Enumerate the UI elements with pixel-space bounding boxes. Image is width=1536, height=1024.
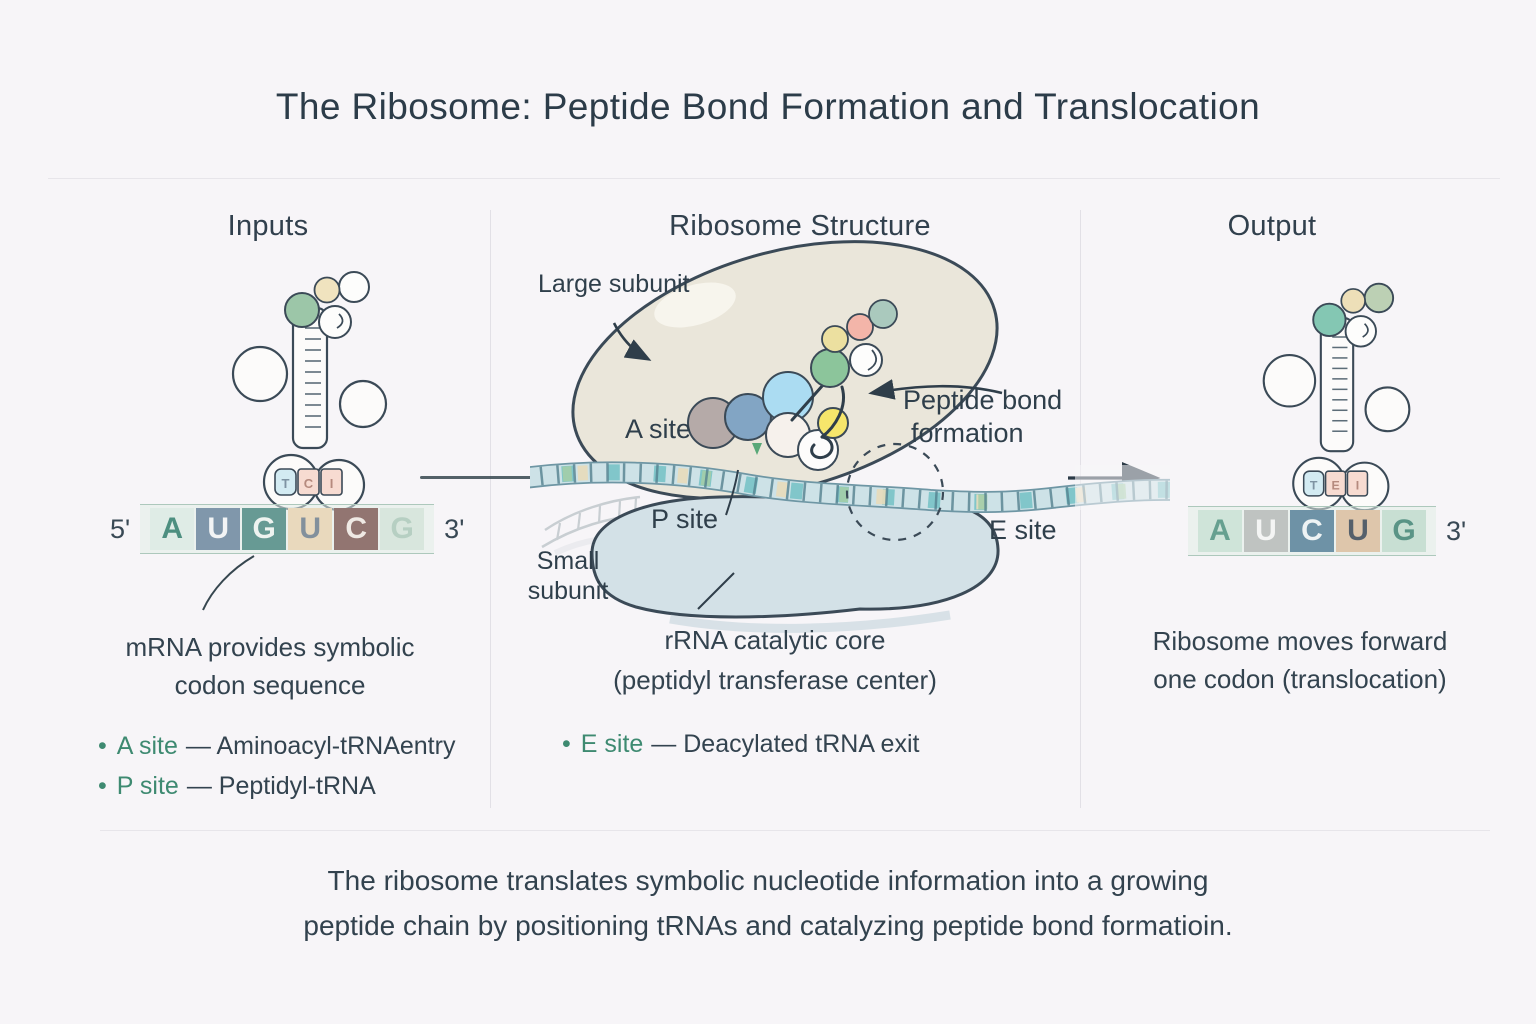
mrna-strand-line [420, 476, 616, 479]
three-prime-label: 3' [1446, 515, 1467, 546]
svg-text:I: I [330, 476, 334, 491]
bullet-a-site: • A site— Aminoacyl-tRNAentry [98, 726, 455, 766]
bullet-dot: • [98, 732, 107, 760]
bullet-p-site: • P site— Peptidyl-tRNA [98, 766, 455, 806]
nucleotide-box: U [288, 508, 333, 550]
trna-input-illustration: T C I [231, 271, 388, 512]
summary-text: The ribosome translates symbolic nucleot… [118, 858, 1418, 948]
page-title: The Ribosome: Peptide Bond Formation and… [275, 86, 1261, 127]
five-prime-label: 5' [110, 513, 131, 544]
bullet-dot: • [98, 772, 107, 800]
nucleotide-box: A [150, 508, 195, 550]
nucleotide-box: A [1198, 510, 1242, 552]
bottom-divider [100, 830, 1490, 831]
small-subunit-leader-line [697, 572, 735, 610]
growing-peptide-chain [790, 299, 898, 439]
bullet-term: P site [116, 772, 179, 800]
mrna-strip-output: A U C U G 3' [1188, 506, 1466, 556]
summary-line1: The ribosome translates symbolic nucleot… [327, 865, 1209, 896]
svg-text:C: C [304, 476, 314, 491]
mrna-strip-input: 5' A U G U C G 3' [110, 504, 464, 554]
input-caption-line1: mRNA provides symbolic [125, 632, 415, 662]
large-subunit-label: Large subunit [538, 270, 690, 298]
output-caption: Ribosome moves forward one codon (transl… [1100, 622, 1500, 698]
trna-cluster [687, 371, 849, 471]
mrna-band-input: A U G U C G [140, 504, 435, 554]
mrna-caption-leader-line [202, 555, 255, 611]
trna-amino-acids [284, 271, 370, 339]
summary-line2: peptide chain by positioning tRNAs and c… [303, 910, 1233, 941]
input-caption: mRNA provides symbolic codon sequence [75, 628, 465, 704]
output-caption-line2: one codon (translocation) [1153, 664, 1447, 694]
bullet-text: — Peptidyl-tRNA [186, 772, 376, 800]
bullet-text: — Aminoacyl-tRNAentry [185, 732, 456, 760]
a-site-label: A site [625, 414, 692, 444]
output-caption-line1: Ribosome moves forward [1152, 626, 1448, 656]
svg-text:T: T [282, 476, 290, 491]
input-caption-line2: codon sequence [174, 670, 366, 700]
column-divider-left [490, 210, 491, 808]
small-subunit-label: Small subunit [527, 547, 609, 605]
column-header-structure: Ribosome Structure [669, 210, 931, 242]
trna-left-loop [1262, 354, 1317, 408]
three-prime-label: 3' [444, 513, 465, 544]
peptide-bond-label: Peptide bond formation [903, 385, 1063, 448]
bullet-dot: • [562, 730, 571, 758]
e-site-dashed-circle [845, 442, 945, 542]
peptide-bond-arrow-icon [868, 379, 1003, 400]
trna-amino-acids [1312, 282, 1395, 348]
p-site-leader-line [725, 469, 739, 516]
nucleotide-box: U [1244, 510, 1288, 552]
nucleotide-box: G [1382, 510, 1426, 552]
trna-right-loop [1364, 386, 1411, 433]
small-subunit-shape [590, 495, 1000, 633]
column-header-output: Output [1227, 210, 1317, 242]
nucleotide-box: U [1336, 510, 1380, 552]
trna-output-illustration: T E I [1262, 282, 1411, 512]
column-header-inputs: Inputs [227, 210, 309, 242]
bullet-term: E site [580, 730, 644, 758]
input-bullets: • A site— Aminoacyl-tRNAentry • P site— Pe… [98, 726, 455, 806]
structure-caption-line2: (peptidyl transferase center) [613, 665, 937, 695]
structure-caption-line1: rRNA catalytic core [664, 625, 886, 655]
e-site-label: E site [989, 515, 1057, 545]
bullet-e-site: • E site— Deacylated tRNA exit [562, 724, 919, 764]
nucleotide-box: G [242, 508, 287, 550]
nucleotide-box: U [196, 508, 241, 550]
mrna-band-output: A U C U G [1188, 506, 1436, 556]
structure-caption: rRNA catalytic core (peptidyl transferas… [545, 620, 1005, 700]
mrna-band-shape [530, 461, 1170, 513]
structure-bullets: • E site— Deacylated tRNA exit [562, 724, 919, 764]
trna-stem-rungs [305, 327, 321, 428]
trna-anticodon-boxes: T E I [1302, 470, 1369, 497]
nucleotide-box: C [334, 508, 379, 550]
svg-text:I: I [1356, 478, 1359, 492]
large-subunit-arrow-icon [612, 322, 652, 361]
svg-text:E: E [1331, 478, 1339, 492]
trna-stem-rungs [1332, 336, 1348, 432]
bullet-term: A site [116, 732, 178, 760]
nucleotide-box: C [1290, 510, 1334, 552]
bullet-text: — Deacylated tRNA exit [651, 730, 920, 758]
nucleotide-box: G [380, 508, 425, 550]
svg-text:T: T [1310, 478, 1318, 492]
trna-anticodon-boxes: T C I [274, 468, 343, 496]
trna-left-loop [231, 345, 289, 403]
trna-right-loop [338, 379, 388, 429]
p-site-label: P site [651, 504, 719, 534]
ribosome-illustration [530, 240, 1170, 633]
top-divider [48, 178, 1500, 179]
